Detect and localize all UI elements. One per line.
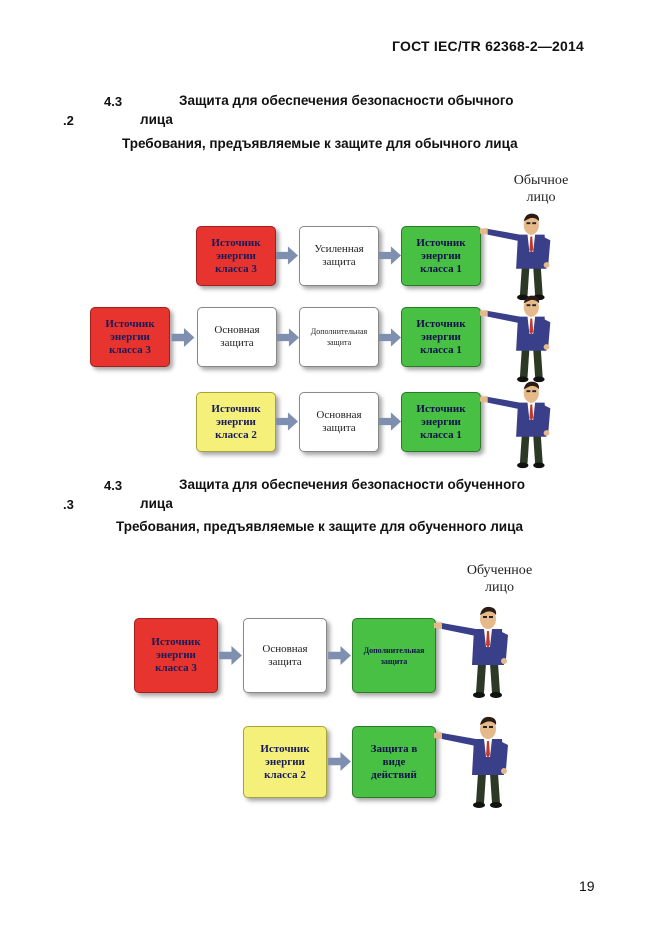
person-pointing-icon: [480, 208, 575, 303]
document-header: ГОСТ IEC/TR 62368-2—2014: [392, 38, 584, 54]
right-arrow-icon: [327, 752, 352, 771]
energy-source-class1: Источник энергии класса 1: [401, 392, 481, 452]
person-pointing-icon: [434, 596, 534, 706]
energy-source-class2: Источник энергии класса 2: [196, 392, 276, 452]
energy-source-class1: Источник энергии класса 1: [401, 226, 481, 286]
right-arrow-icon: [276, 246, 298, 265]
section-subtitle: Требования, предъявляемые к защите для о…: [122, 136, 518, 151]
section-title: Защита для обеспечения безопасности обыч…: [179, 93, 514, 108]
basic-safeguard: Основная защита: [197, 307, 277, 367]
person-pointing-icon: [434, 706, 534, 816]
right-arrow-icon: [379, 246, 401, 265]
section-number-suffix: .3: [63, 497, 74, 512]
right-arrow-icon: [276, 412, 298, 431]
right-arrow-icon: [379, 412, 401, 431]
energy-source-class2: Источник энергии класса 2: [243, 726, 327, 798]
section-number: 4.3: [104, 478, 123, 493]
right-arrow-icon: [170, 328, 196, 347]
section-number-suffix: .2: [63, 113, 74, 128]
energy-source-class3: Источник энергии класса 3: [134, 618, 218, 693]
section-title-cont: лица: [140, 496, 173, 511]
supplementary-safeguard: Дополнительная защита: [352, 618, 436, 693]
basic-safeguard: Основная защита: [299, 392, 379, 452]
person-label: Обученное лицо: [466, 563, 533, 595]
right-arrow-icon: [218, 646, 243, 665]
reinforced-safeguard: Усиленная защита: [299, 226, 379, 286]
section-subtitle: Требования, предъявляемые к защите для о…: [116, 519, 524, 534]
energy-source-class3: Источник энергии класса 3: [90, 307, 170, 367]
section-title: Защита для обеспечения безопасности обуч…: [179, 477, 526, 492]
supplementary-safeguard: Дополнительная защита: [299, 307, 379, 367]
person-label: Обычное лицо: [513, 173, 569, 205]
basic-safeguard: Основная защита: [243, 618, 327, 693]
person-pointing-icon: [480, 376, 575, 471]
energy-source-class1: Источник энергии класса 1: [401, 307, 481, 367]
right-arrow-icon: [379, 328, 401, 347]
page-number: 19: [579, 878, 595, 894]
person-pointing-icon: [480, 290, 575, 385]
right-arrow-icon: [277, 328, 299, 347]
behavioural-safeguard: Защита в виде действий: [352, 726, 436, 798]
energy-source-class3: Источник энергии класса 3: [196, 226, 276, 286]
section-number: 4.3: [104, 94, 123, 109]
section-title-cont: лица: [140, 112, 173, 127]
right-arrow-icon: [327, 646, 352, 665]
